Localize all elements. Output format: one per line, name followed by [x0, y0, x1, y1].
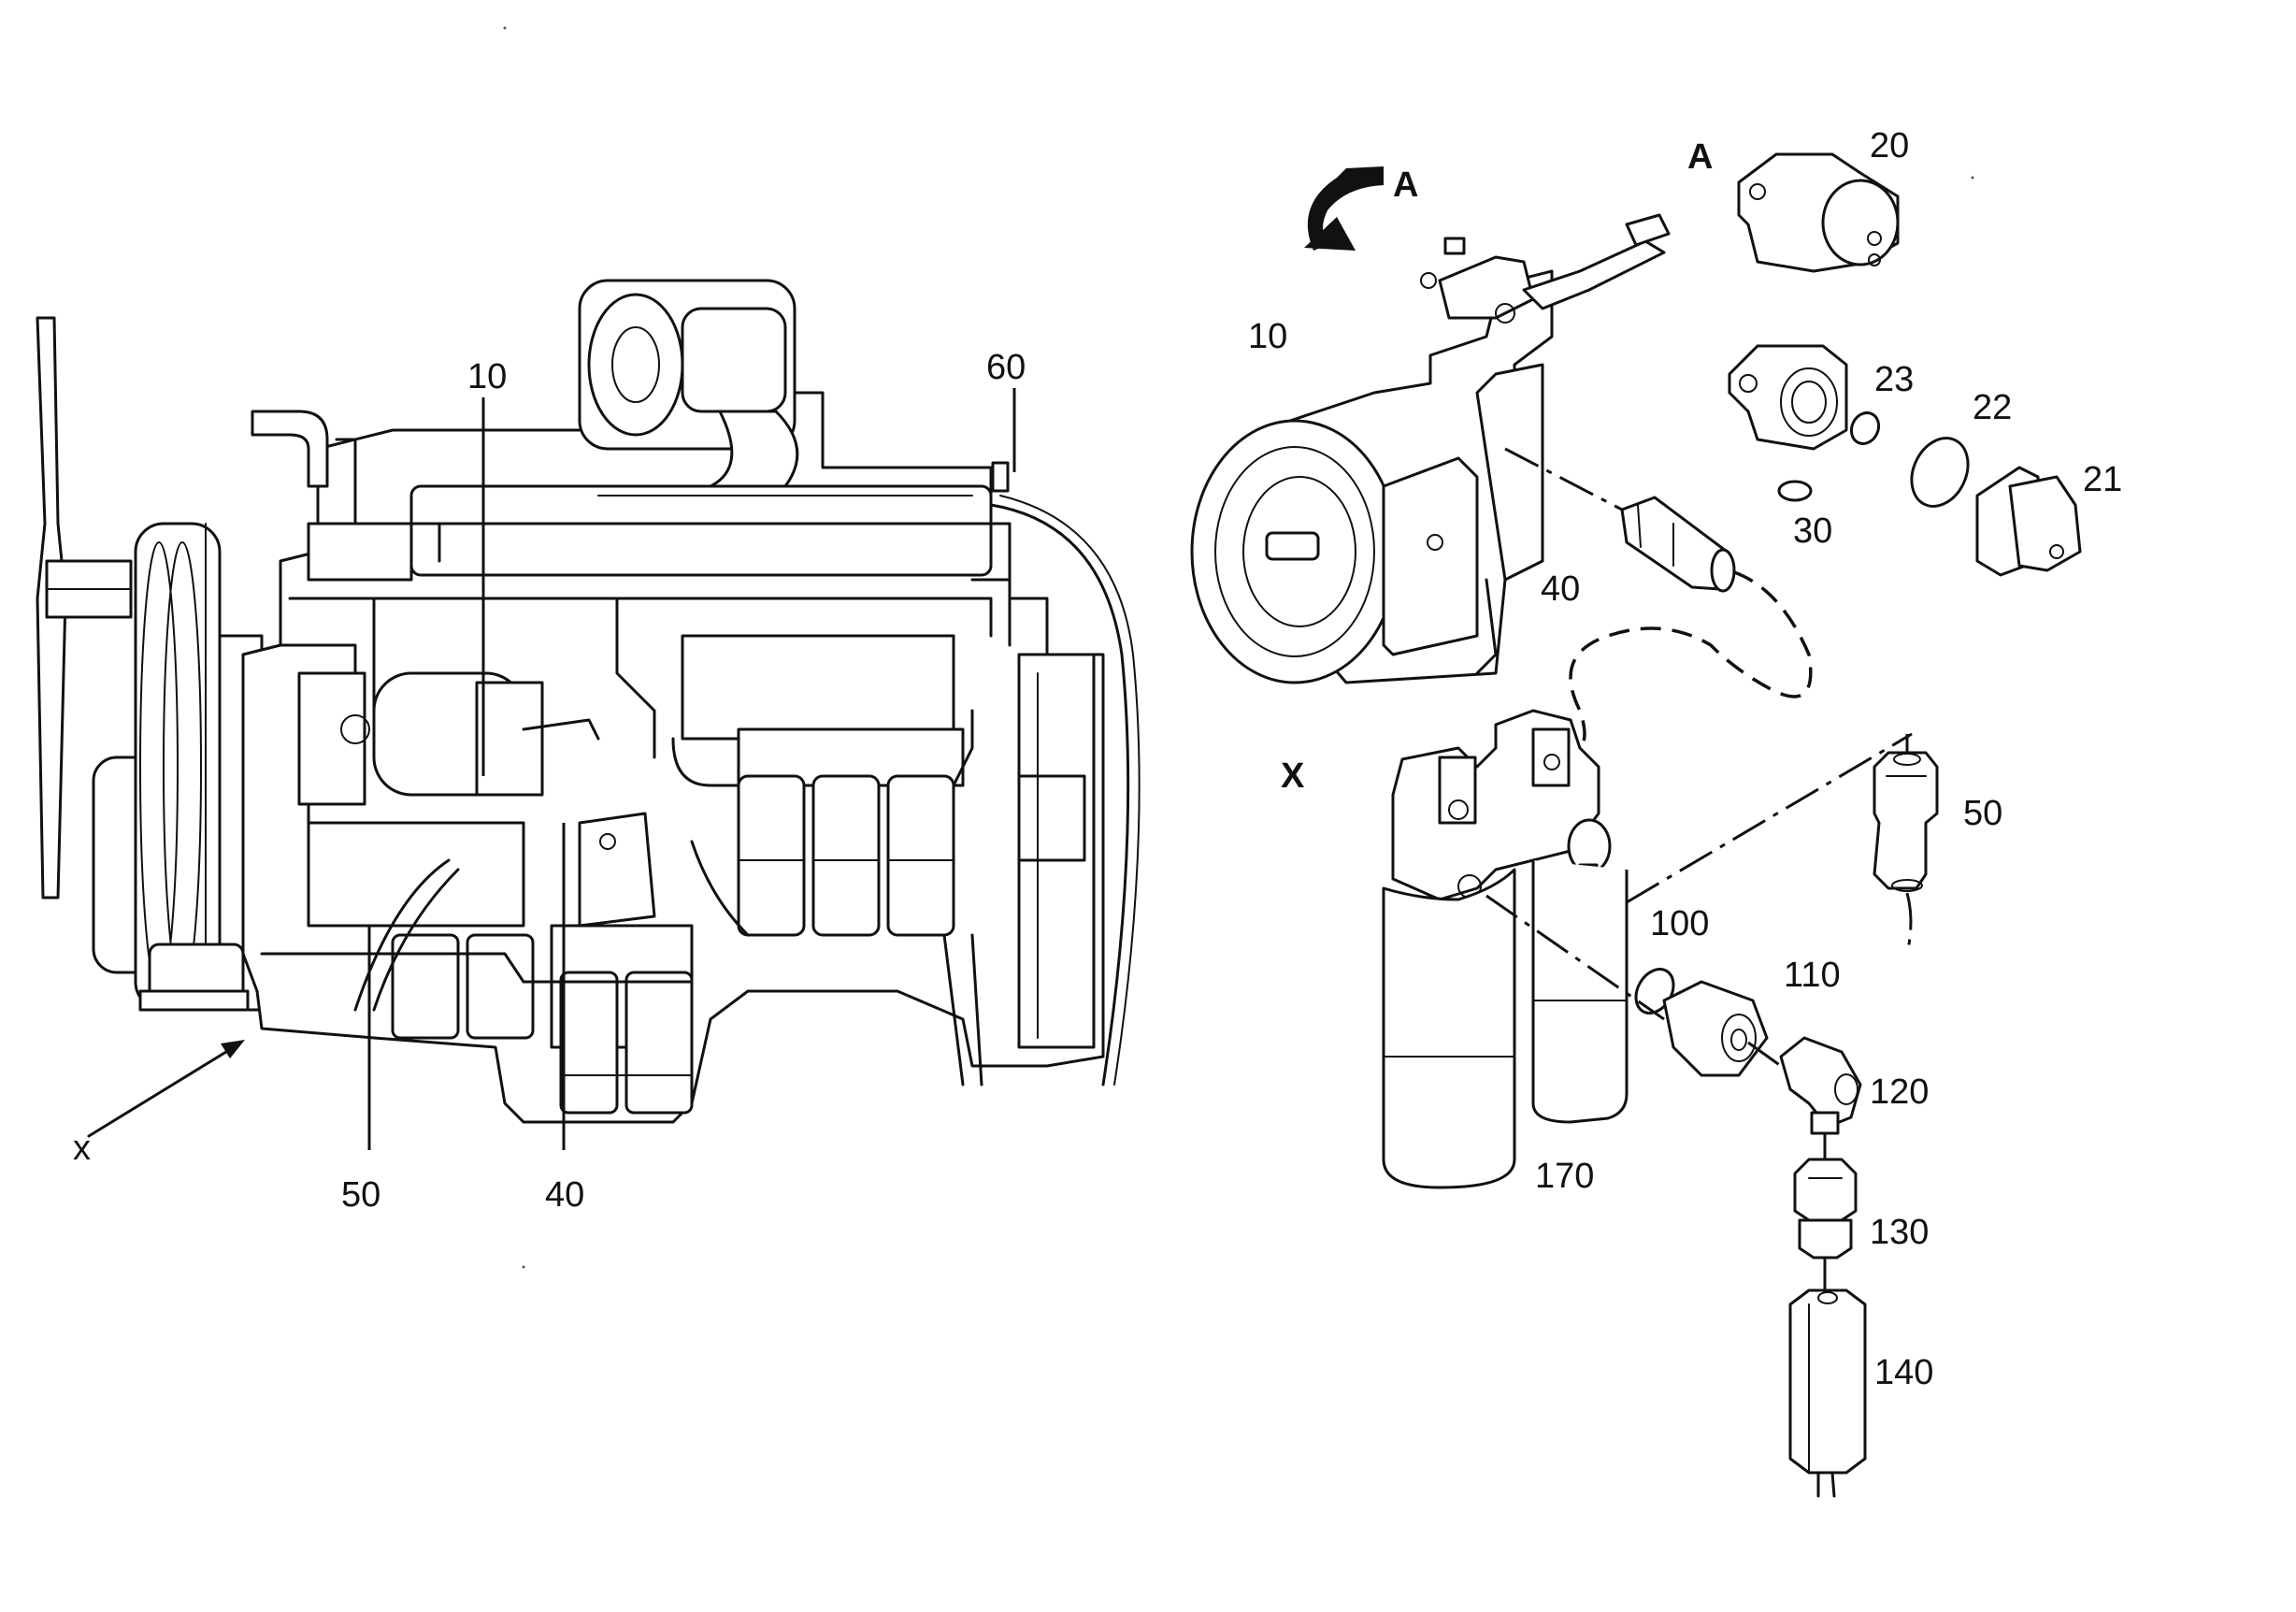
callout-x-130: 130 — [1870, 1213, 1929, 1252]
callout-x-110: 110 — [1784, 956, 1841, 995]
callout-a-21: 21 — [2083, 460, 2122, 499]
callout-engine-10: 10 — [467, 357, 507, 396]
part-21 — [1975, 466, 2082, 577]
callout-x-170: 170 — [1535, 1157, 1594, 1196]
engine-block: x — [73, 279, 1141, 1168]
turbocharger — [578, 279, 799, 488]
callout-a-20: 20 — [1870, 126, 1909, 166]
o-ring-22 — [1910, 437, 1970, 508]
filter-head — [1391, 709, 1612, 901]
part-20 — [1737, 152, 1900, 273]
view-x-arrow: x — [73, 1040, 245, 1168]
callout-engine-40: 40 — [545, 1175, 584, 1215]
sensor-40 — [1504, 447, 1813, 750]
o-ring-30 — [1777, 480, 1813, 502]
callout-a-22: 22 — [1973, 388, 2012, 427]
view-a-label-arrow: A — [1393, 166, 1418, 205]
callout-x-100: 100 — [1650, 904, 1709, 943]
callout-a-30: 30 — [1793, 511, 1832, 551]
view-x-label: X — [1281, 756, 1305, 796]
governor-housing — [1190, 213, 1671, 684]
callout-a-23: 23 — [1874, 360, 1914, 399]
adapter-110 — [1662, 980, 1769, 1077]
coupling-50 — [1873, 734, 1939, 955]
injection-pump — [297, 671, 600, 867]
detail-a: A A 10 — [1190, 126, 2122, 750]
view-x-arrow-label: x — [73, 1129, 91, 1168]
part-23 — [1728, 344, 1848, 451]
fitting-130 — [1793, 1133, 1858, 1259]
engine-assembly: x 10 60 50 40 — [36, 279, 1141, 1215]
callout-a-40: 40 — [1541, 569, 1580, 609]
filter-cans — [1382, 860, 1629, 1189]
sleeve-140 — [1788, 1258, 1867, 1498]
pulleys — [92, 522, 264, 1012]
callout-x-140: 140 — [1874, 1353, 1933, 1392]
detail-x: X 170 100 — [1281, 709, 2002, 1498]
callout-engine-60: 60 — [986, 348, 1026, 387]
fan — [36, 316, 133, 900]
view-a-label-part: A — [1687, 137, 1713, 177]
callout-a-10: 10 — [1248, 317, 1287, 356]
elbow-120 — [1747, 1036, 1862, 1135]
callout-x-50: 50 — [1963, 794, 2002, 833]
callout-x-120: 120 — [1870, 1072, 1929, 1112]
o-ring-small — [1849, 410, 1881, 446]
callout-engine-50: 50 — [341, 1175, 380, 1215]
view-a-arrow: A — [1304, 166, 1418, 251]
